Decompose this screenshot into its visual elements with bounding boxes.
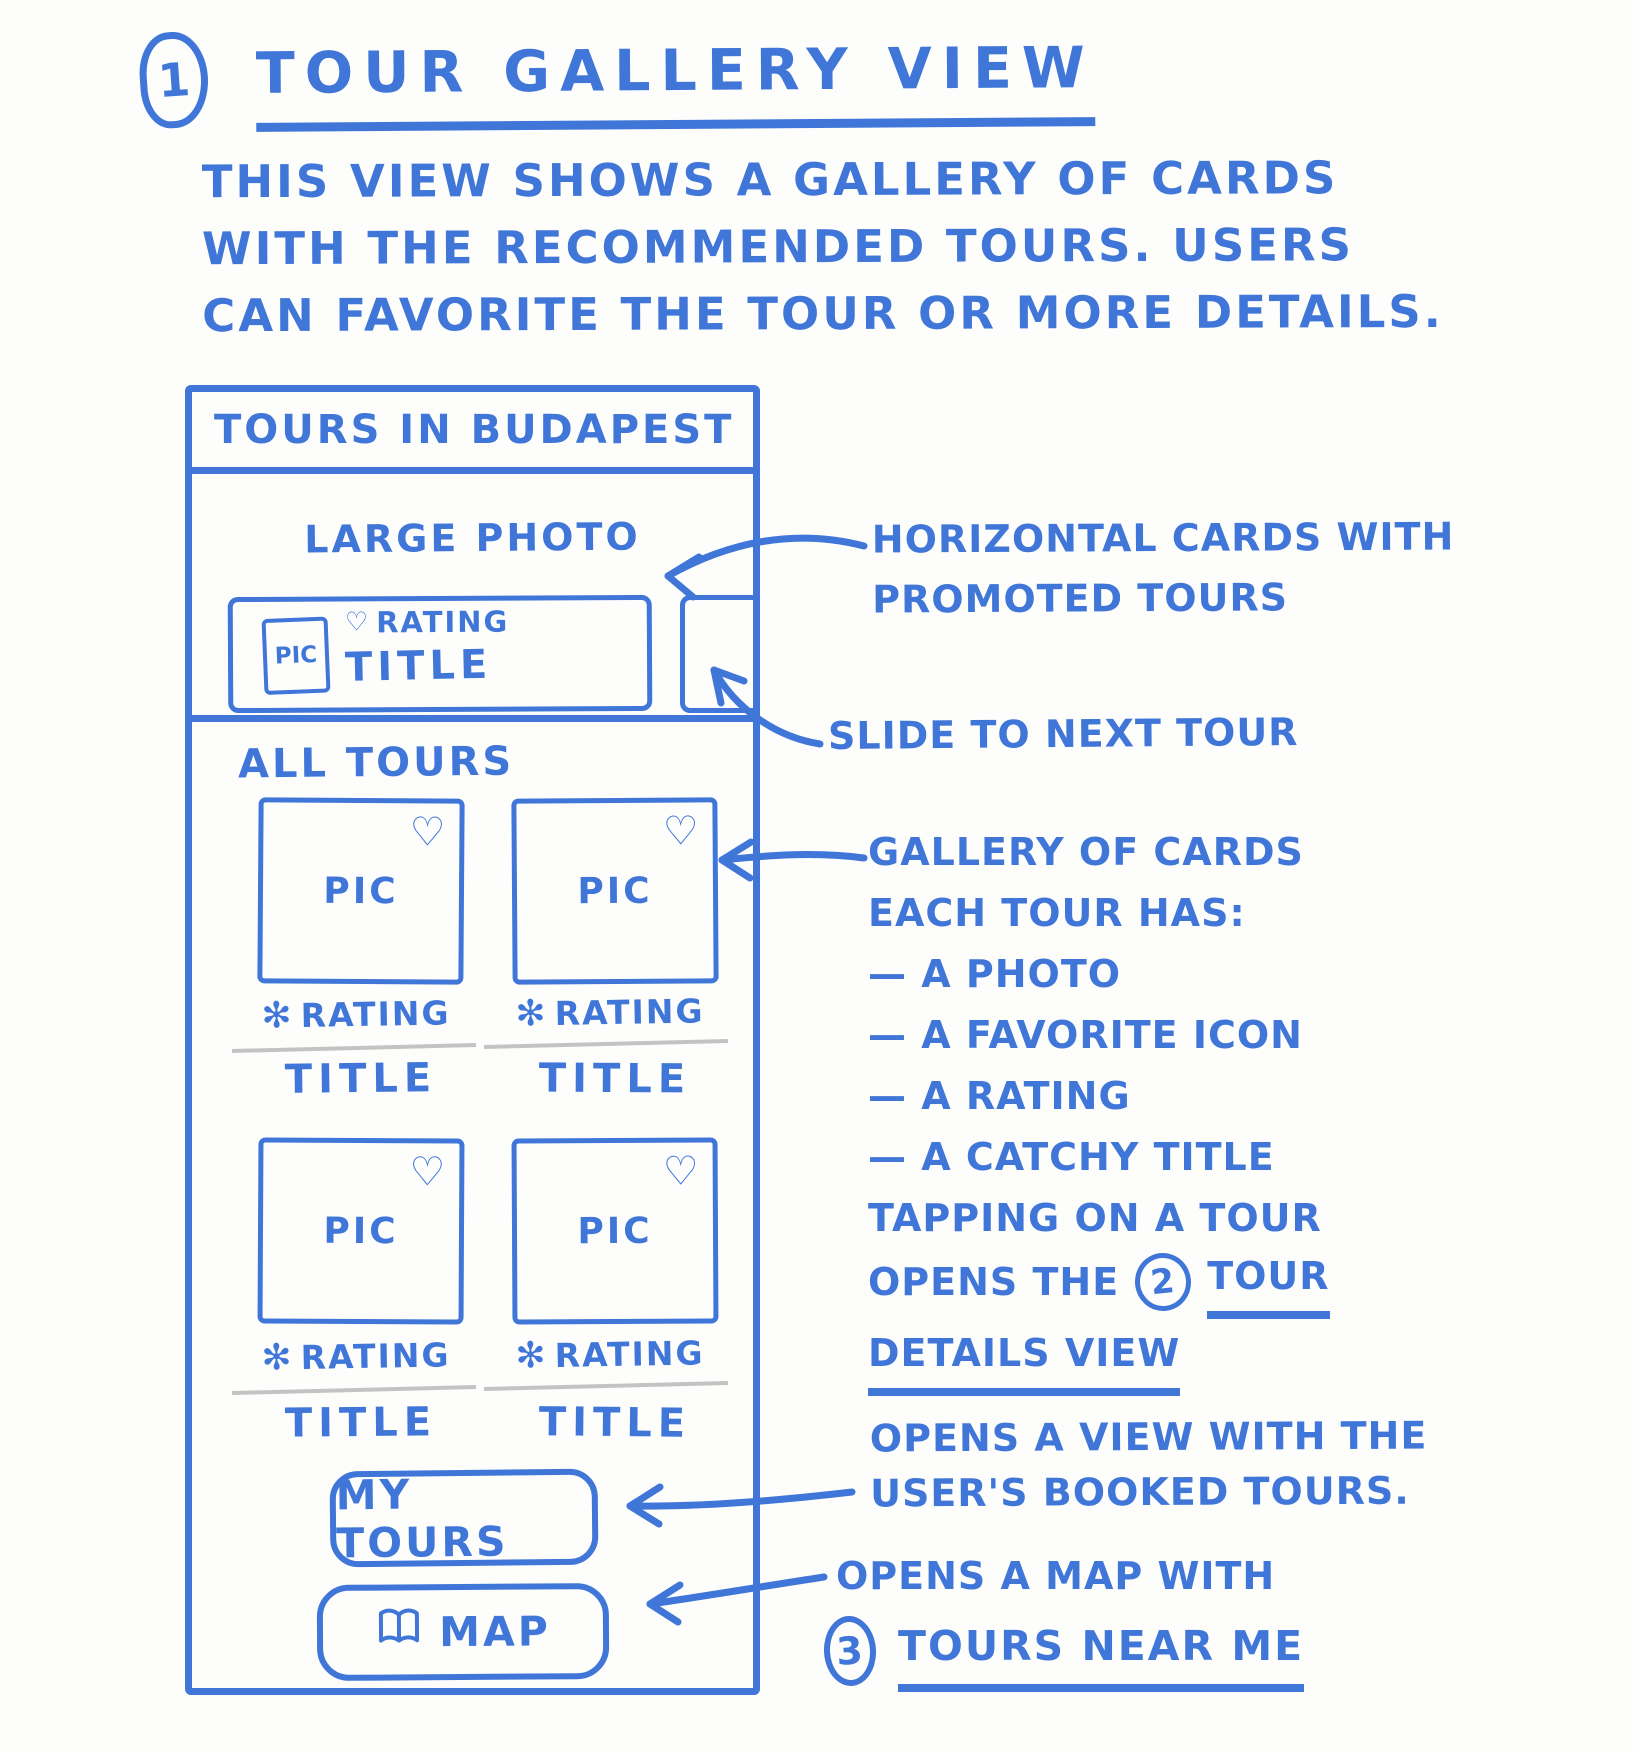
tour-title: TITLE xyxy=(284,1399,438,1447)
rating-label: ♡ RATING xyxy=(345,605,510,640)
all-tours-label: ALL TOURS xyxy=(237,738,515,788)
favorite-heart-icon[interactable]: ♡ xyxy=(409,1149,446,1196)
rating-asterisk-icon: ✻ xyxy=(261,995,295,1037)
favorite-heart-icon[interactable]: ♡ xyxy=(344,607,371,638)
promoted-tour-card[interactable]: PIC ♡ RATING TITLE xyxy=(227,594,653,714)
link-tour-details-view: DETAILS VIEW xyxy=(868,1323,1330,1396)
rating-text: RATING xyxy=(376,604,510,640)
tour-card[interactable]: ♡ PIC xyxy=(511,1137,719,1325)
phone-header-title: TOURS IN BUDAPEST xyxy=(214,406,735,453)
tour-card[interactable]: ♡ PIC xyxy=(511,797,719,985)
pencil-underline xyxy=(483,1039,729,1049)
rating-text: RATING xyxy=(554,991,705,1033)
rating-asterisk-icon: ✻ xyxy=(261,1337,295,1379)
circled-number-3: 3 xyxy=(822,1614,878,1688)
pencil-underline xyxy=(231,1385,477,1395)
favorite-heart-icon[interactable]: ♡ xyxy=(662,1148,699,1195)
annotation-opens-row: OPENS THE 2 TOUR xyxy=(868,1249,1330,1319)
rating-asterisk-icon: ✻ xyxy=(515,1335,549,1377)
rating-text: RATING xyxy=(300,1335,451,1377)
circled-number-2: 2 xyxy=(1132,1250,1195,1314)
annotation-line: — A FAVORITE ICON xyxy=(868,1013,1303,1057)
annotation-slide-next-tour: SLIDE TO NEXT TOUR xyxy=(827,709,1299,759)
annotation-map-line1: OPENS A MAP WITH xyxy=(836,1554,1276,1598)
circled-number-1: 1 xyxy=(136,29,212,131)
annotation-map-row: 3 TOURS NEAR ME xyxy=(822,1614,1305,1692)
map-book-icon xyxy=(375,1605,423,1659)
intro-text: THIS VIEW SHOWS A GALLERY OF CARDS WITH … xyxy=(201,151,1444,343)
annotation-opens-prefix: OPENS THE xyxy=(868,1260,1120,1304)
promoted-card-meta: ♡ RATING TITLE xyxy=(344,605,510,691)
rating-text: RATING xyxy=(554,1333,705,1375)
phone-frame: TOURS IN BUDAPEST LARGE PHOTO PIC ♡ RATI… xyxy=(185,385,760,1695)
page-title: TOUR GALLERY VIEW xyxy=(255,35,1096,132)
tour-title: TITLE xyxy=(284,1055,438,1103)
my-tours-button-label: MY TOURS xyxy=(335,1470,509,1568)
rating-text: RATING xyxy=(300,993,451,1035)
annotation-line: — A PHOTO xyxy=(868,952,1122,996)
my-tours-button[interactable]: MY TOURS xyxy=(329,1468,599,1568)
annotation-line: EACH TOUR HAS: xyxy=(868,891,1246,935)
rating-label: ✻ RATING xyxy=(490,1332,731,1377)
pic-placeholder: PIC xyxy=(577,1210,653,1252)
annotation-promoted-cards: HORIZONTAL CARDS WITH PROMOTED TOURS xyxy=(871,514,1455,622)
tour-title: TITLE xyxy=(538,1399,692,1447)
rating-label: ✻ RATING xyxy=(490,990,731,1035)
favorite-heart-icon[interactable]: ♡ xyxy=(662,808,699,855)
annotation-gallery-of-cards: GALLERY OF CARDS EACH TOUR HAS: — A PHOT… xyxy=(868,822,1330,1396)
annotation-line: — A CATCHY TITLE xyxy=(868,1135,1275,1179)
link-tours-near-me: TOURS NEAR ME xyxy=(898,1616,1305,1692)
link-tour-details: TOUR xyxy=(1207,1246,1330,1319)
tour-card[interactable]: ♡ PIC xyxy=(257,1137,465,1325)
annotation-map: OPENS A MAP WITH 3 TOURS NEAR ME xyxy=(822,1546,1305,1692)
annotation-my-tours: OPENS A VIEW WITH THE USER'S BOOKED TOUR… xyxy=(869,1413,1428,1516)
tour-title: TITLE xyxy=(538,1055,692,1103)
title-label: TITLE xyxy=(344,641,493,691)
map-button-label: MAP xyxy=(439,1607,551,1657)
section-divider xyxy=(192,715,753,722)
promoted-tour-card-partial[interactable] xyxy=(680,595,753,713)
pic-placeholder: PIC xyxy=(323,870,399,912)
phone-header: TOURS IN BUDAPEST xyxy=(192,392,753,474)
annotation-line: — A RATING xyxy=(868,1074,1131,1118)
pic-placeholder: PIC xyxy=(323,1210,399,1252)
pencil-underline xyxy=(231,1043,477,1053)
annotation-line: TAPPING ON A TOUR xyxy=(868,1196,1322,1240)
pic-placeholder: PIC xyxy=(577,870,653,912)
rating-label: ✻ RATING xyxy=(236,992,477,1037)
rating-asterisk-icon: ✻ xyxy=(515,993,549,1035)
tour-card[interactable]: ♡ PIC xyxy=(257,797,465,985)
promoted-section-label: LARGE PHOTO xyxy=(304,514,641,562)
pic-placeholder: PIC xyxy=(261,616,331,696)
map-button[interactable]: MAP xyxy=(316,1582,610,1682)
annotation-line: GALLERY OF CARDS xyxy=(868,830,1304,874)
rating-label: ✻ RATING xyxy=(236,1334,477,1379)
pencil-underline xyxy=(483,1381,729,1391)
favorite-heart-icon[interactable]: ♡ xyxy=(409,809,446,856)
